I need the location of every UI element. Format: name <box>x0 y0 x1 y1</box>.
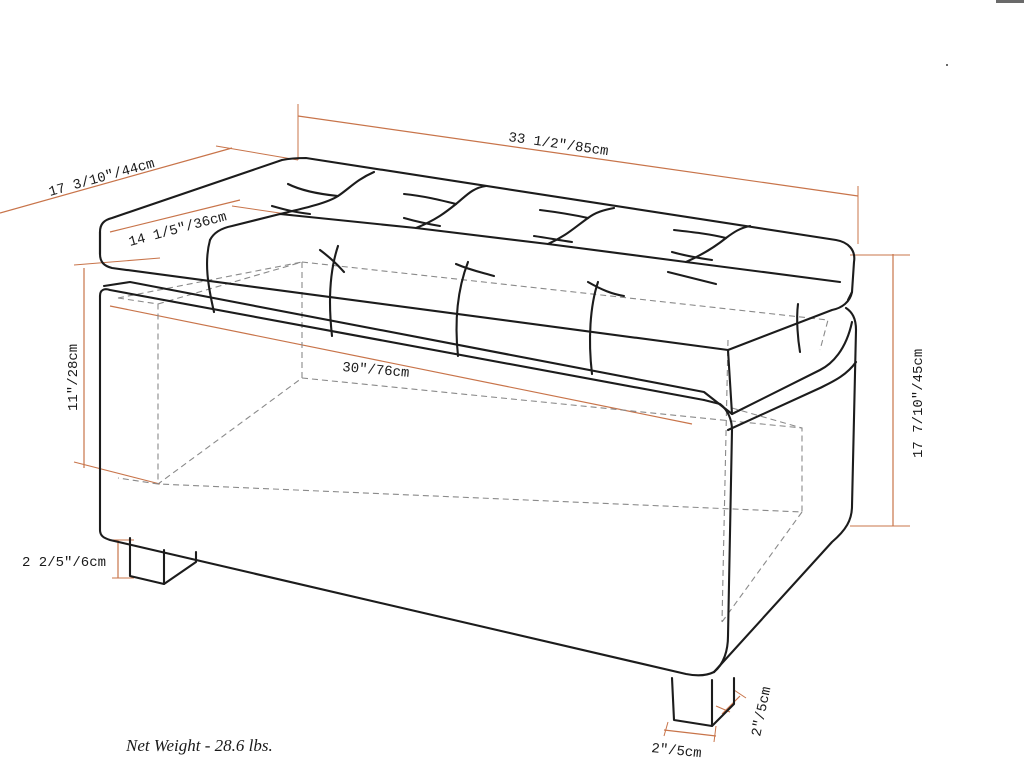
overall-depth-label: 17 3/10″/44cm <box>47 156 157 201</box>
interior-height-label: 11″/28cm <box>66 344 82 411</box>
dimension-lines <box>0 104 910 743</box>
leg-width-label: 2″/5cm <box>650 741 702 762</box>
leg-height-label: 2 2/5″/6cm <box>22 555 106 571</box>
overall-height-label: 17 7/10″/45cm <box>911 349 927 458</box>
overall-width-label: 33 1/2″/85cm <box>507 130 609 160</box>
net-weight-label: Net Weight - 28.6 lbs. <box>125 736 273 755</box>
tufted-cushion <box>205 170 842 376</box>
interior-width-label: 30″/76cm <box>342 360 410 382</box>
ottoman-lid <box>98 156 856 416</box>
corner-mark <box>946 64 948 66</box>
leg-depth-label: 2″/5cm <box>749 685 775 738</box>
ottoman-body <box>98 288 858 677</box>
ottoman-legs <box>128 536 736 728</box>
corner-mark <box>996 0 1024 3</box>
